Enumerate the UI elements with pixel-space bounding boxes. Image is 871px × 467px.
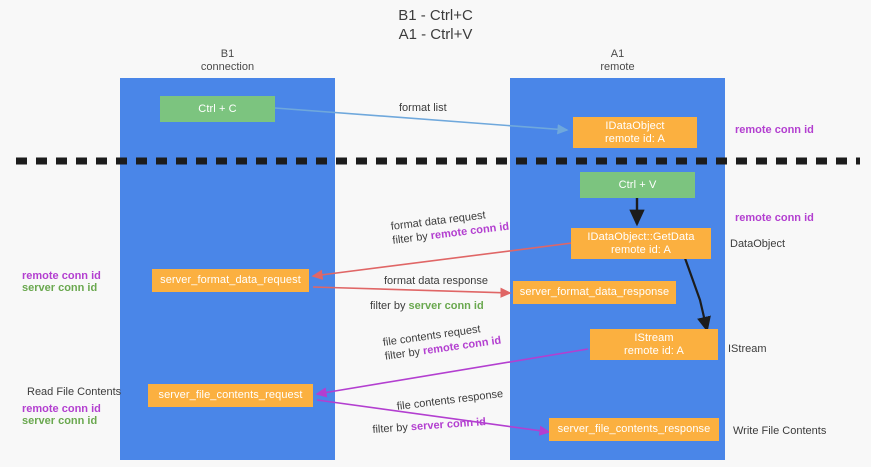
annotation-right-istream: IStream — [728, 343, 767, 355]
node-server-format-data-response[interactable]: server_format_data_response — [513, 281, 676, 304]
node-idataobject-getdata[interactable]: IDataObject::GetData remote id: A — [571, 228, 711, 259]
node-server-file-contents-response[interactable]: server_file_contents_response — [549, 418, 719, 441]
node-server-file-contents-response-label: server_file_contents_response — [557, 423, 711, 435]
annotation-left-read-file-contents: Read File Contents — [27, 386, 122, 398]
node-ctrl-c-label: Ctrl + C — [198, 102, 237, 115]
filter-key-server-conn-id-1: server conn id — [408, 300, 484, 312]
lane-header-a1-sub: remote — [600, 61, 635, 73]
node-idataobject-line-1: IDataObject — [605, 119, 665, 132]
lane-header-a1: A1 remote — [510, 48, 725, 74]
node-server-file-contents-request-label: server_file_contents_request — [158, 389, 303, 401]
edge-label-format-list: format list — [399, 102, 447, 114]
arrow-file-contents-request — [315, 348, 589, 398]
arrow-format-data-request — [311, 242, 573, 280]
page-title-line-2: A1 - Ctrl+V — [398, 26, 473, 43]
node-server-format-data-response-label: server_format_data_response — [519, 286, 670, 298]
arrow-file-contents-response — [316, 399, 551, 436]
annotation-right-write-file-contents: Write File Contents — [733, 425, 827, 437]
node-server-format-data-request-label: server_format_data_request — [160, 274, 301, 286]
node-getdata-line-1: IDataObject::GetData — [587, 230, 695, 243]
filter-prefix-2: filter by — [370, 300, 409, 312]
node-server-file-contents-request[interactable]: server_file_contents_request — [148, 384, 313, 407]
node-istream-line-1: IStream — [634, 331, 674, 344]
node-getdata-line-2: remote id: A — [611, 243, 671, 256]
arrow-format-data-response — [312, 286, 512, 298]
node-istream-line-2: remote id: A — [624, 344, 684, 357]
annotation-right-remote-conn-id-mid: remote conn id — [735, 212, 814, 224]
node-ctrl-v-label: Ctrl + V — [618, 178, 657, 191]
filter-prefix-4: filter by — [372, 421, 412, 436]
node-ctrl-c[interactable]: Ctrl + C — [160, 96, 275, 122]
page-title: B1 - Ctrl+C A1 - Ctrl+V — [0, 6, 871, 44]
edge-label-format-data-response-filter: filter by server conn id — [370, 299, 484, 313]
annotation-left-remote-conn-id-1: remote conn id — [22, 270, 101, 282]
annotation-right-remote-conn-id-top: remote conn id — [735, 124, 814, 136]
arrow-format-list — [274, 107, 569, 135]
lane-header-b1-sub: connection — [200, 61, 255, 73]
lane-header-b1: B1 connection — [120, 48, 335, 74]
node-idataobject-line-2: remote id: A — [605, 132, 665, 145]
node-idataobject[interactable]: IDataObject remote id: A — [573, 117, 697, 148]
arrow-getdata-to-istream — [679, 246, 711, 333]
page-title-line-1: B1 - Ctrl+C — [398, 7, 473, 24]
annotation-right-dataobject: DataObject — [730, 238, 786, 250]
node-ctrl-v[interactable]: Ctrl + V — [580, 172, 695, 198]
node-server-format-data-request[interactable]: server_format_data_request — [152, 269, 309, 292]
edge-label-format-data-response: format data response — [384, 275, 488, 287]
lane-header-b1-name: B1 — [220, 48, 235, 60]
annotation-left-server-conn-id-1: server conn id — [22, 282, 98, 294]
node-istream[interactable]: IStream remote id: A — [590, 329, 718, 360]
annotation-left-server-conn-id-2: server conn id — [22, 415, 98, 427]
lane-header-a1-name: A1 — [610, 48, 625, 60]
annotation-left-remote-conn-id-2: remote conn id — [22, 403, 101, 415]
